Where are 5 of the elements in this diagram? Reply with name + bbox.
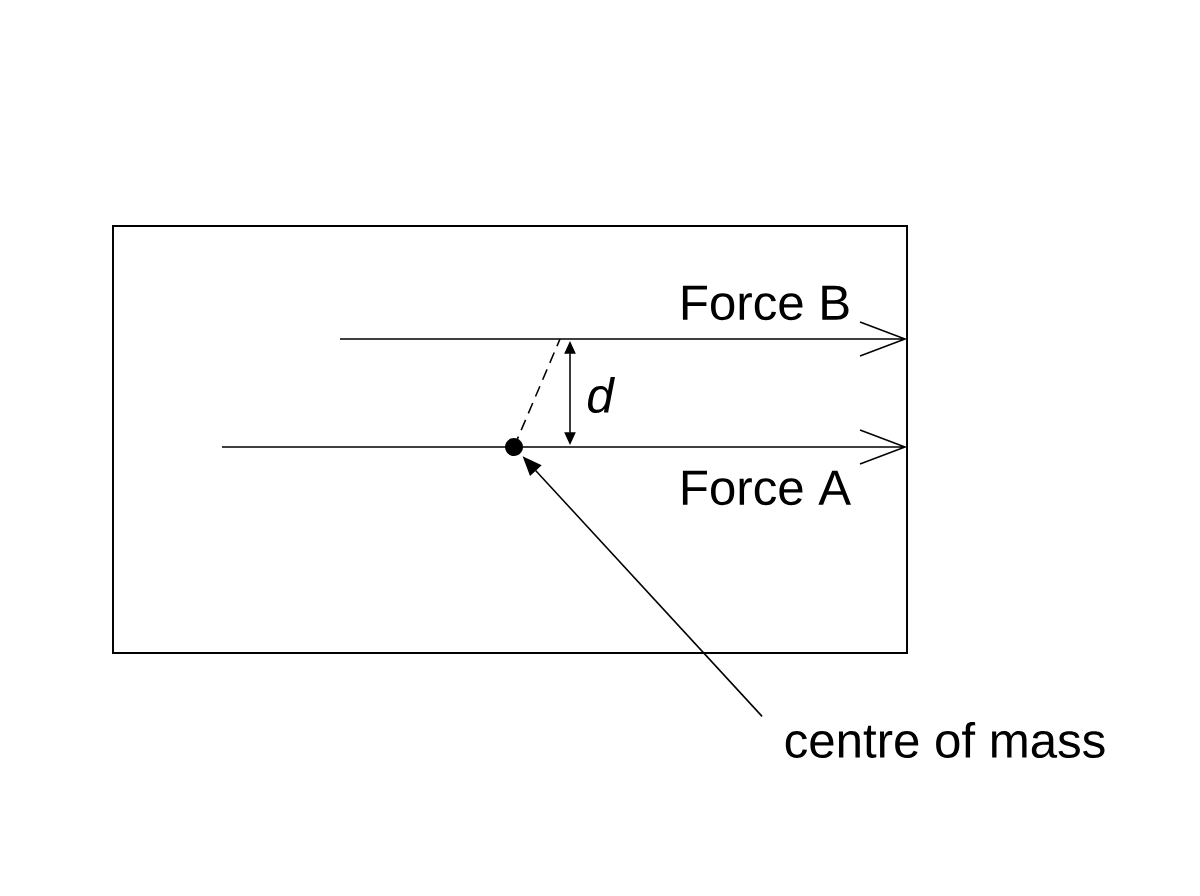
- force-label: Force A: [682, 470, 851, 506]
- force-label: Force B: [682, 285, 849, 321]
- distance-label: d: [588, 376, 615, 414]
- centre-of-mass-dot: [505, 438, 523, 456]
- callout-text: centre of mass: [785, 721, 1105, 759]
